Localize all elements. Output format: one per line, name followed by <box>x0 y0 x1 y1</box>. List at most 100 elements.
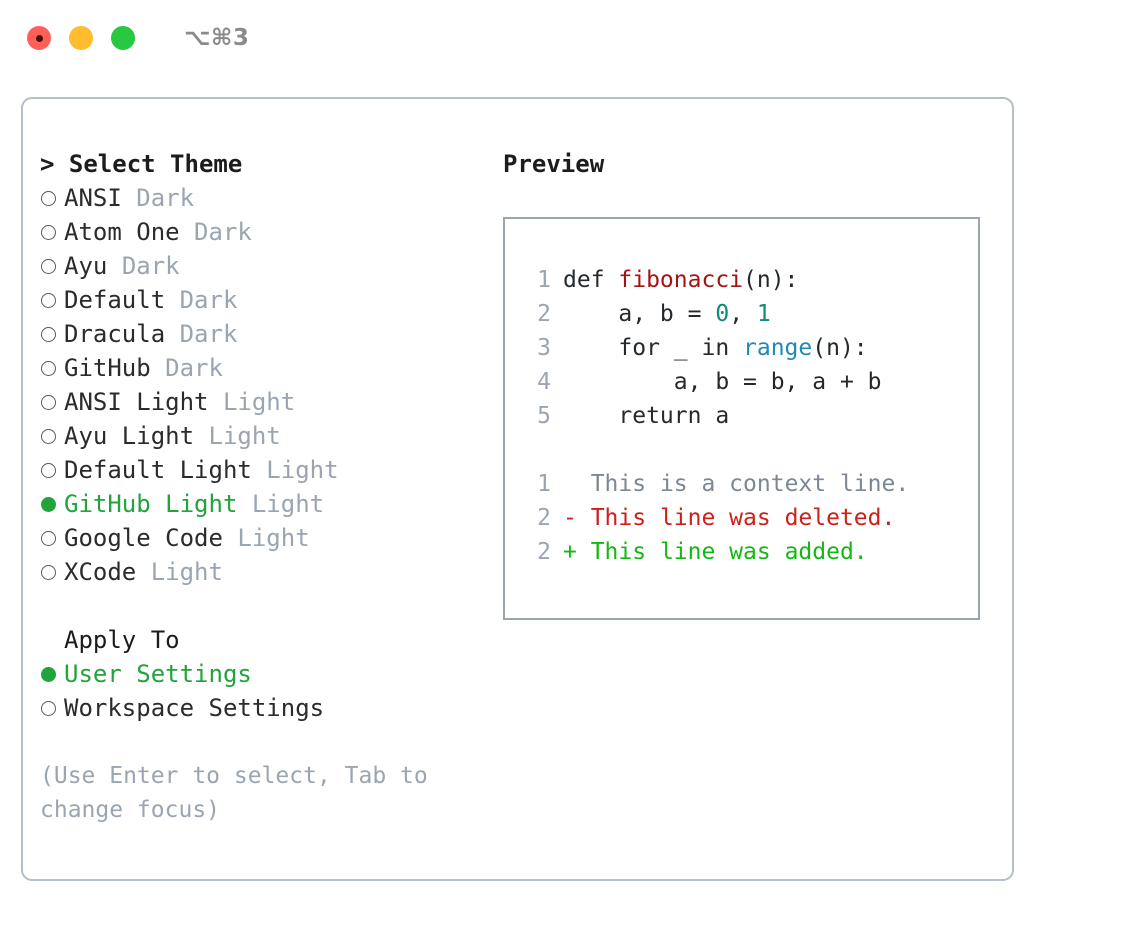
close-button[interactable] <box>27 26 51 50</box>
theme-option-atom-one[interactable]: Atom One Dark <box>40 215 493 249</box>
theme-option-ayu-light[interactable]: Ayu Light Light <box>40 419 493 453</box>
diff-line: 1 This is a context line. <box>523 467 978 501</box>
diff-line-text: This line was added. <box>576 539 868 565</box>
theme-option-tag: Light <box>251 490 325 518</box>
theme-option-tag: Light <box>222 388 296 416</box>
select-theme-heading: > Select Theme <box>40 150 243 178</box>
diff-sample: 1 This is a context line.2- This line wa… <box>523 467 978 569</box>
diff-line-number: 2 <box>537 539 551 565</box>
code-line-content: for _ in range(n): <box>563 331 868 365</box>
diff-line-number: 1 <box>537 471 551 497</box>
radio-unselected-icon <box>40 215 64 249</box>
apply-to-option-workspace-settings[interactable]: Workspace Settings <box>40 691 493 725</box>
code-token-number: 0 <box>715 301 730 327</box>
theme-option-tag: Dark <box>194 218 252 246</box>
keyboard-shortcut-label: ⌥⌘3 <box>184 25 250 51</box>
theme-option-tag: Light <box>266 456 339 484</box>
diff-line-text: This is a context line. <box>576 471 910 497</box>
list-spacer <box>40 589 493 623</box>
code-line: 3 for _ in range(n): <box>523 331 978 365</box>
code-line-content: a, b = b, a + b <box>563 365 882 399</box>
line-number: 1 <box>537 267 551 293</box>
code-token-plain: (n): <box>812 335 868 361</box>
theme-option-label: Dracula <box>64 320 166 348</box>
code-token-plain: def <box>563 267 619 293</box>
theme-option-label: ANSI Light <box>64 388 209 416</box>
window-controls <box>27 26 135 50</box>
radio-selected-icon <box>40 657 64 691</box>
radio-unselected-icon <box>40 317 64 351</box>
apply-to-heading: Apply To <box>64 626 180 654</box>
maximize-button[interactable] <box>111 26 135 50</box>
code-line-content: return a <box>563 399 729 433</box>
code-line: 2 a, b = 0, 1 <box>523 297 978 331</box>
radio-unselected-icon <box>40 691 64 725</box>
theme-option-ayu[interactable]: Ayu Dark <box>40 249 493 283</box>
theme-option-label: Ayu Light <box>64 422 195 450</box>
theme-option-label: Google Code <box>64 524 223 552</box>
apply-to-option-user-settings[interactable]: User Settings <box>40 657 493 691</box>
line-number: 5 <box>537 403 551 429</box>
code-line: 1 def fibonacci(n): <box>523 263 978 297</box>
line-number: 3 <box>537 335 551 361</box>
code-token-plain: return a <box>563 403 730 429</box>
apply-to-option-label: Workspace Settings <box>64 694 325 722</box>
code-token-plain: a, b = b, a + b <box>563 369 882 395</box>
code-line: 4 a, b = b, a + b <box>523 365 978 399</box>
theme-option-ansi-light[interactable]: ANSI Light Light <box>40 385 493 419</box>
theme-option-default-light[interactable]: Default Light Light <box>40 453 493 487</box>
theme-option-label: Ayu <box>64 252 108 280</box>
theme-option-label: Atom One <box>64 218 180 246</box>
diff-line-number: 2 <box>537 505 551 531</box>
theme-option-label: GitHub <box>64 354 151 382</box>
theme-option-tag: Dark <box>179 320 238 348</box>
theme-option-tag: Light <box>208 422 281 450</box>
diff-marker: - <box>563 505 577 531</box>
theme-option-github-light[interactable]: GitHub Light Light <box>40 487 493 521</box>
theme-option-github[interactable]: GitHub Dark <box>40 351 493 385</box>
radio-unselected-icon <box>40 385 64 419</box>
theme-option-ansi[interactable]: ANSI Dark <box>40 181 493 215</box>
code-line-content: def fibonacci(n): <box>563 263 798 297</box>
line-number: 2 <box>537 301 551 327</box>
apply-to-option-label: User Settings <box>64 660 252 688</box>
radio-unselected-icon <box>40 181 64 215</box>
theme-option-tag: Light <box>150 558 223 586</box>
keyboard-hint-text: (Use Enter to select, Tab to change focu… <box>40 763 442 823</box>
code-token-number: 1 <box>756 301 771 327</box>
theme-option-google-code[interactable]: Google Code Light <box>40 521 493 555</box>
code-line: 5 return a <box>523 399 978 433</box>
theme-option-label: XCode <box>64 558 137 586</box>
diff-marker <box>563 467 577 501</box>
theme-option-dracula[interactable]: Dracula Dark <box>40 317 493 351</box>
code-token-plain: , <box>729 301 757 327</box>
minimize-button[interactable] <box>69 26 93 50</box>
diff-marker: + <box>563 539 577 565</box>
diff-spacer <box>523 433 978 467</box>
code-token-function: fibonacci <box>618 267 744 293</box>
code-token-plain: (n): <box>743 267 799 293</box>
radio-unselected-icon <box>40 453 64 487</box>
diff-line: 2- This line was deleted. <box>523 501 978 535</box>
theme-option-tag: Light <box>237 524 310 552</box>
theme-option-default[interactable]: Default Dark <box>40 283 493 317</box>
code-line-content: a, b = 0, 1 <box>563 297 771 331</box>
theme-option-xcode[interactable]: XCode Light <box>40 555 493 589</box>
title-bar: ⌥⌘3 <box>0 0 1140 76</box>
theme-option-tag: Dark <box>179 286 238 314</box>
theme-option-label: ANSI <box>64 184 122 212</box>
theme-option-tag: Dark <box>165 354 223 382</box>
code-token-plain: for _ in <box>563 335 744 361</box>
theme-option-tag: Dark <box>136 184 195 212</box>
code-token-plain: a, b = <box>563 301 716 327</box>
theme-option-label: Default Light <box>64 456 252 484</box>
radio-unselected-icon <box>40 419 64 453</box>
radio-unselected-icon <box>40 521 64 555</box>
